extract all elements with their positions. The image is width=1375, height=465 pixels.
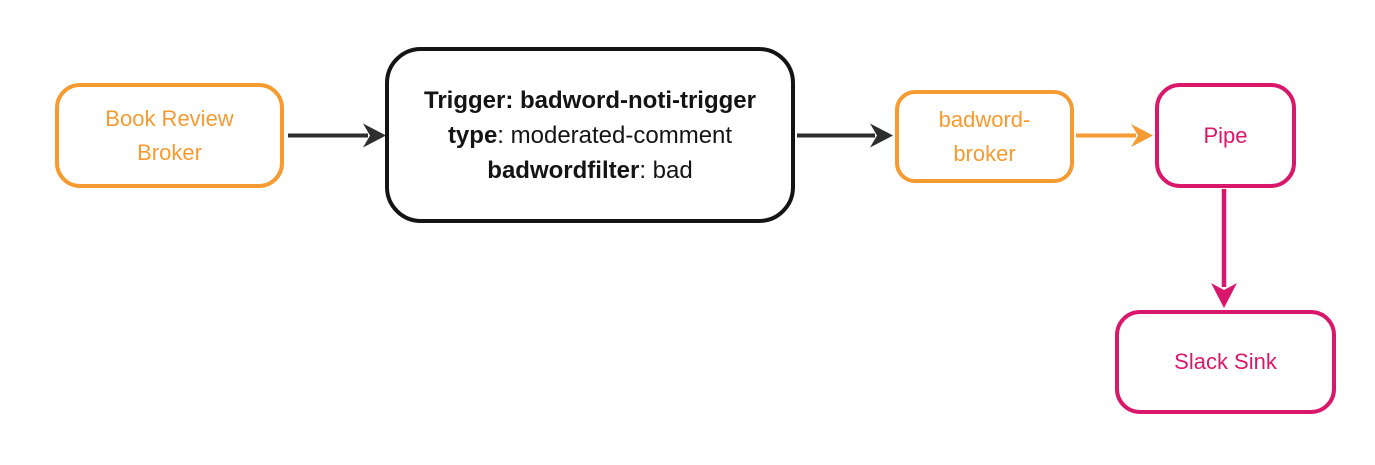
- trigger-name-line: Trigger: badword-noti-trigger: [424, 83, 756, 118]
- arrowhead-right-icon: [870, 123, 893, 148]
- edge-trigger-to-badword-broker: [797, 123, 893, 148]
- trigger-type-line: type: moderated-comment: [448, 118, 732, 153]
- edge-badword-broker-to-pipe: [1076, 124, 1153, 147]
- edge-pipe-to-slack-sink: [1211, 189, 1237, 308]
- trigger-name-text: Trigger: badword-noti-trigger: [424, 86, 756, 114]
- node-label: Broker: [137, 139, 202, 165]
- node-badword-broker: badword- broker: [895, 90, 1074, 183]
- node-label: broker: [953, 140, 1016, 166]
- trigger-type-key: type: [447, 121, 498, 149]
- trigger-filter-key: badwordfilter: [487, 156, 640, 184]
- trigger-type-value: : moderated-comment: [497, 121, 733, 149]
- node-label: Pipe: [1203, 122, 1248, 148]
- arrowhead-right-icon: [363, 123, 386, 148]
- node-slack-sink: Slack Sink: [1115, 310, 1336, 414]
- node-label: badword-: [938, 106, 1031, 132]
- trigger-filter-line: badwordfilter: bad: [487, 153, 692, 188]
- trigger-filter-value: : bad: [639, 156, 693, 184]
- node-trigger: Trigger: badword-noti-trigger type: mode…: [385, 47, 795, 223]
- arrowhead-right-icon: [1131, 124, 1153, 147]
- arrowhead-down-icon: [1211, 283, 1237, 308]
- node-label: Book Review: [105, 105, 234, 131]
- edge-book-review-broker-to-trigger: [288, 123, 386, 148]
- node-pipe: Pipe: [1155, 83, 1296, 188]
- node-label: Slack Sink: [1174, 349, 1277, 374]
- node-book-review-broker: Book Review Broker: [55, 83, 284, 188]
